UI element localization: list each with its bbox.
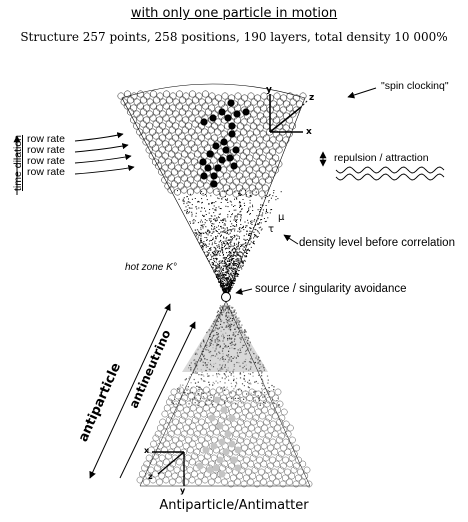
axis-y-top: y xyxy=(266,85,272,95)
density-level-label: density level before correlation xyxy=(299,237,455,249)
axis-x-top: x xyxy=(306,127,312,137)
source-label: source / singularity avoidance xyxy=(255,283,407,295)
lower-cone-rings xyxy=(136,386,313,488)
repulsion-label: repulsion / attraction xyxy=(334,152,429,164)
hot-zone-label: hot zone K° xyxy=(125,262,177,273)
antiparticle-figure-icon xyxy=(196,396,242,478)
row-rate-arrows xyxy=(74,132,135,175)
upper-cone-dense-zone xyxy=(177,190,282,295)
antineutrino-arrow xyxy=(119,321,196,479)
lower-cone-shade xyxy=(182,301,268,372)
axis-z-bottom: z xyxy=(148,472,153,481)
upper-cone-outline xyxy=(121,83,306,297)
axis-x-bottom: x xyxy=(144,446,150,455)
row-rate-label-1: row rate xyxy=(27,133,65,145)
wave-icon xyxy=(335,166,445,181)
stick-figure-icon xyxy=(199,99,250,188)
row-rate-label-3: row rate xyxy=(27,155,65,167)
tau-label: τ xyxy=(268,224,275,235)
singularity-point xyxy=(221,292,231,302)
time-dilation-label: time dilation xyxy=(12,134,24,192)
axis-z-top: z xyxy=(309,93,315,103)
spin-arrow xyxy=(347,87,377,99)
row-rate-label-2: row rate xyxy=(27,144,65,156)
page-title: with only one particle in motion xyxy=(130,6,338,21)
antiparticle-arrow xyxy=(89,303,171,479)
spin-label: "spin clockinq" xyxy=(381,80,449,92)
lower-cone-outline xyxy=(139,300,311,487)
source-arrow xyxy=(235,288,253,295)
axes-gizmo-top-icon xyxy=(269,94,309,133)
mu-label: μ xyxy=(278,212,285,223)
axis-y-bottom: y xyxy=(180,486,186,495)
page-subtitle: Structure 257 points, 258 positions, 190… xyxy=(20,30,448,44)
bottom-label: Antiparticle/Antimatter xyxy=(159,498,309,513)
density-arrow xyxy=(283,234,299,245)
row-rate-label-4: row rate xyxy=(27,166,65,178)
